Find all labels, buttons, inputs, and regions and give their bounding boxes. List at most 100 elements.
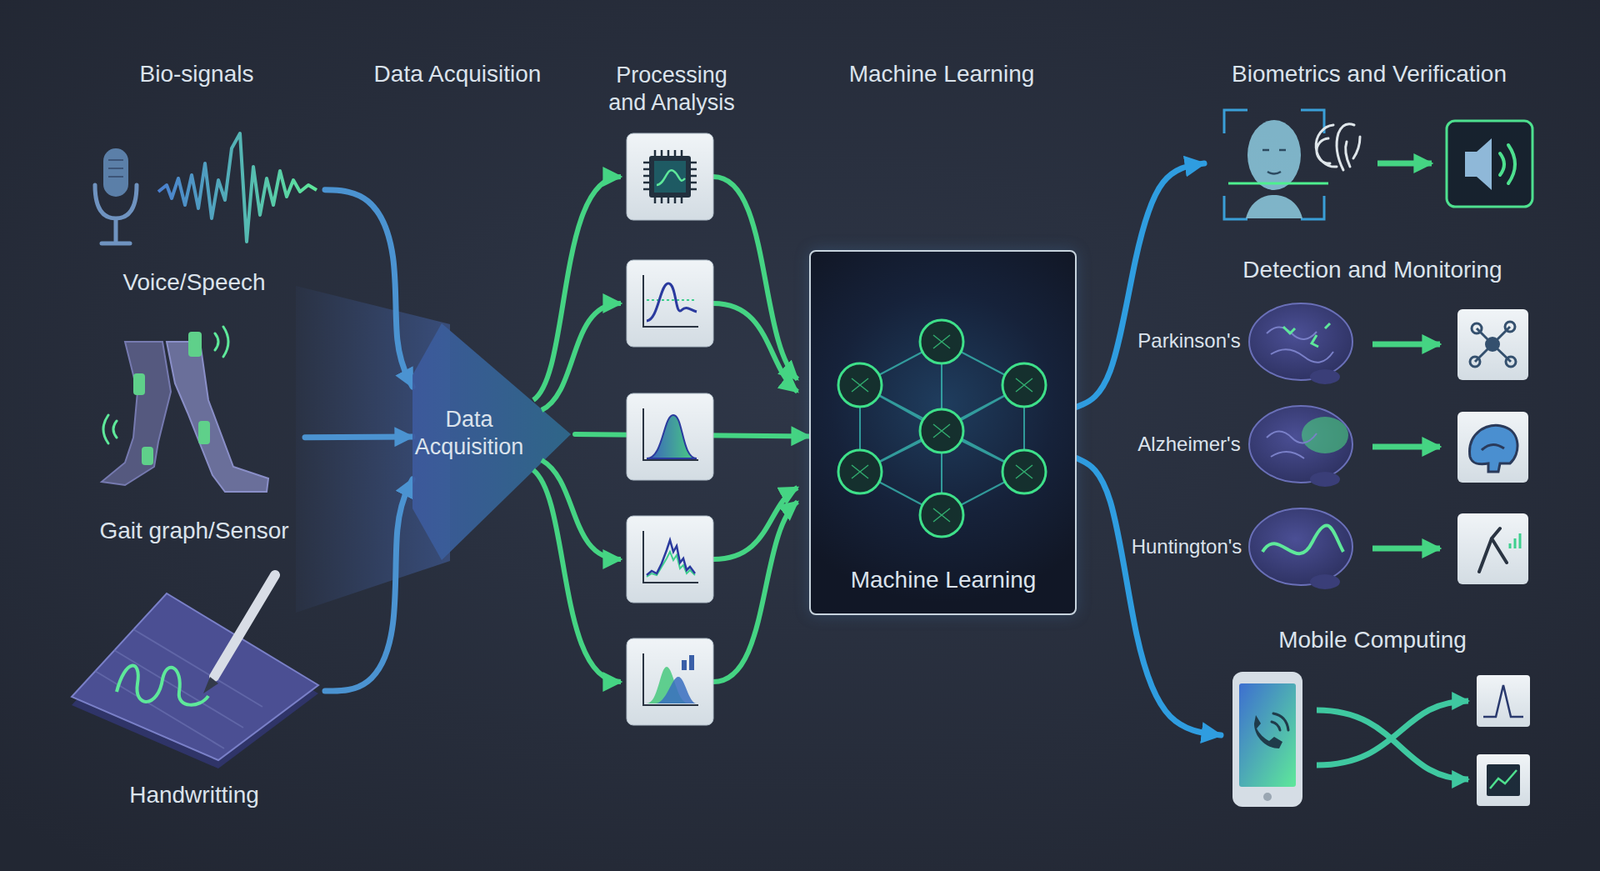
processing-box: [626, 393, 714, 480]
microphone-capsule: [103, 148, 129, 197]
call-waves: [1271, 713, 1289, 730]
face-features: [1262, 150, 1286, 175]
branch-arrow: [533, 470, 621, 682]
brain-folds: [1266, 327, 1334, 363]
column-header: Data Acquisition: [349, 60, 566, 89]
bar: [681, 660, 687, 670]
network-icon: [1505, 356, 1516, 367]
node-label: Voice/Speech: [73, 268, 315, 297]
result-box: [1457, 411, 1529, 483]
brain: [1249, 405, 1353, 483]
merge-arrow: [713, 176, 798, 380]
connector-arrow: [325, 190, 413, 387]
tablet-lines: [95, 629, 263, 749]
chart-axes: [643, 408, 699, 460]
affected-region: [1301, 416, 1349, 454]
speaker-box: [1446, 120, 1533, 207]
signal-source: Gait graph/Sensor: [83, 329, 305, 550]
network-node: [920, 409, 964, 453]
noise-line: [646, 551, 695, 577]
connector-arrow: [305, 434, 413, 441]
signal-bars: [1510, 533, 1520, 549]
merge-arrow: [713, 487, 798, 560]
speaker-icon: [1465, 138, 1492, 190]
result-box: [1457, 513, 1529, 585]
network-icon: [1475, 326, 1511, 362]
disease-node: Alzheimer's: [1133, 402, 1355, 486]
brain-wave: [1262, 525, 1344, 554]
scan-line: [1228, 182, 1329, 185]
handwriting-stroke: [116, 665, 209, 705]
column-header: Bio-signals: [105, 60, 289, 89]
sound-waves: [1500, 145, 1515, 184]
brain-folds: [1266, 431, 1317, 460]
scan-frame: [1224, 110, 1325, 220]
processing-box: [626, 133, 714, 220]
network-icon: [1470, 356, 1480, 367]
chart-curve: [646, 283, 697, 321]
processing-box: [626, 638, 714, 725]
disease-node: Huntington's: [1126, 505, 1355, 589]
brain-profile-icon: [1470, 425, 1518, 472]
column-header: Processing and Analysis: [595, 61, 750, 117]
chip-pins: [643, 150, 697, 204]
network-icon: [1485, 336, 1500, 352]
noise-line: [646, 540, 695, 575]
brain-profile-icon: [1481, 444, 1505, 450]
chip-signal: [656, 170, 685, 185]
phone-screen: [1239, 683, 1296, 787]
connector-arrow: [325, 479, 413, 691]
network-node: [920, 493, 964, 537]
tablet-edge: [71, 601, 319, 769]
output-arrow: [1377, 160, 1432, 167]
output-arrow: [1372, 341, 1440, 348]
result-box: [1476, 754, 1530, 806]
microphone-grille: [108, 160, 124, 177]
bar: [689, 655, 695, 670]
node-label: Parkinson's: [1126, 328, 1252, 353]
chip-icon: [649, 155, 691, 198]
output-group: Mobile Computing: [1220, 620, 1542, 813]
voice-waveform: [158, 133, 317, 242]
leg-back: [101, 341, 171, 485]
branch-arrow: [533, 176, 621, 400]
signal-waves: [103, 326, 229, 444]
leg-front: [166, 341, 269, 492]
handset-icon: [1254, 715, 1283, 749]
signal-source: Voice/Speech: [79, 125, 325, 300]
node-pattern: [851, 335, 1033, 522]
node-label: Huntington's: [1120, 534, 1254, 559]
section-header: Detection and Monitoring: [1205, 255, 1540, 285]
chart-threshold: [646, 299, 697, 301]
node-label: Data Acquisition: [406, 405, 532, 461]
distribution-curve: [646, 666, 689, 704]
chart-axes: [643, 530, 699, 583]
shoulders: [1245, 195, 1303, 219]
peak-icon: [1483, 685, 1524, 717]
network-node: [838, 363, 882, 407]
acquisition-arrow: Data Acquisition: [412, 316, 575, 567]
bell-curve: [646, 415, 697, 459]
branch-arrow: [541, 460, 621, 560]
gait-sensor: [198, 420, 210, 445]
trend-screen: [1486, 764, 1520, 796]
face: [1247, 120, 1301, 190]
brain-stem: [1310, 471, 1340, 487]
phone: [1232, 671, 1303, 807]
output-arrow: [1372, 545, 1440, 552]
network-node: [1002, 363, 1046, 407]
gait-sensor: [188, 331, 202, 357]
gait-sensor: [133, 373, 145, 395]
connector-arrow: [575, 434, 810, 436]
microphone-stand: [95, 185, 137, 244]
connector-arrow: [1076, 163, 1205, 407]
pathway-icon: [1479, 528, 1507, 572]
lesions: [1283, 323, 1330, 347]
network-nodes: [838, 320, 1046, 537]
disease-node: Parkinson's: [1133, 300, 1355, 384]
node-label: Handwritting: [73, 780, 315, 810]
signal-source: Handwritting: [66, 566, 325, 813]
